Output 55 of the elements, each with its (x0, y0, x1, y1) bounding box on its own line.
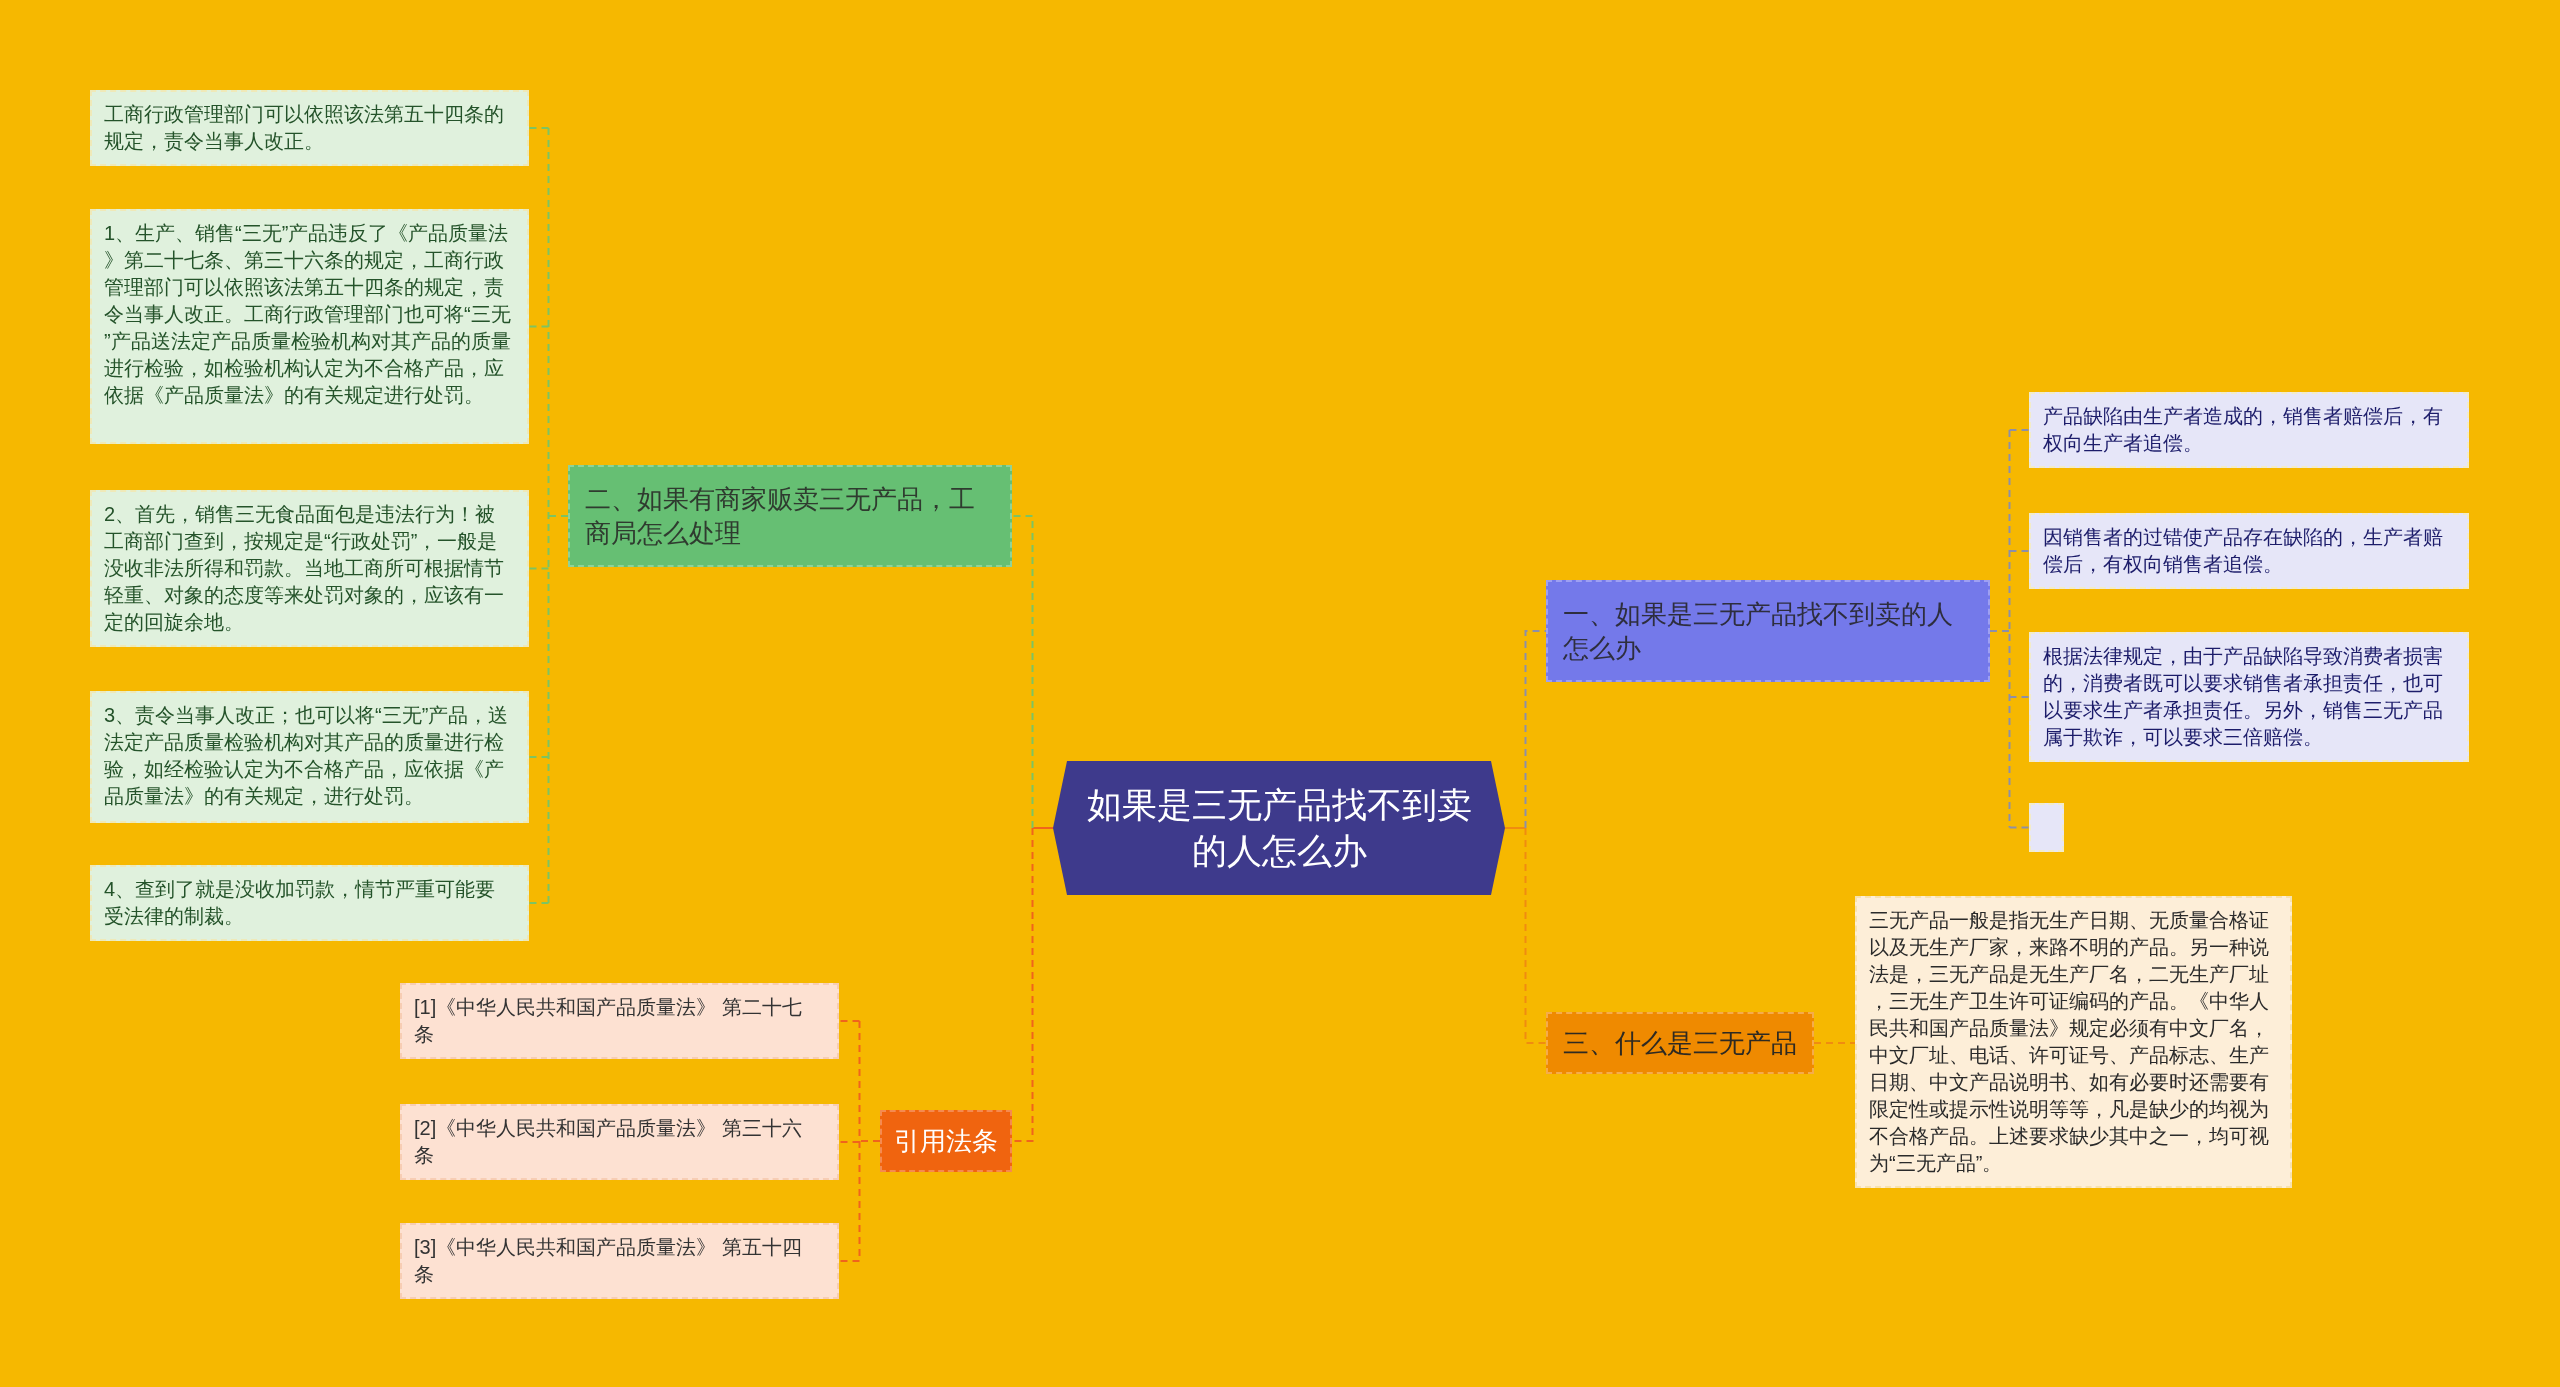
connector-line (1504, 827, 1527, 829)
connector-line (1989, 429, 2011, 829)
connector-line (528, 756, 550, 758)
note-text: 4、查到了就是没收加罚款，情节严重可能要受法律的制裁。 (104, 877, 497, 929)
note-card (400, 983, 839, 1059)
connector-line (528, 127, 550, 129)
note-card (90, 691, 529, 823)
note-card (90, 209, 529, 444)
connector-line (528, 325, 550, 328)
connector-line (1813, 1042, 1856, 1044)
branch-topic-text: 三、什么是三无产品 (1563, 1027, 1797, 1060)
connector-line (547, 127, 569, 904)
branch-topic-text: 一、如果是三无产品找不到卖的人怎么办 (1563, 598, 1954, 665)
note-text: [3]《中华人民共和国产品质量法》 第五十四条 (414, 1235, 803, 1287)
connector-line (838, 1020, 861, 1022)
connector-line (838, 1141, 861, 1143)
note-text: [2]《中华人民共和国产品质量法》 第三十六条 (414, 1116, 803, 1168)
branch-topic-box (1546, 1012, 1814, 1074)
branch-topic-text: 引用法条 (894, 1125, 998, 1158)
connector-line (2008, 696, 2030, 698)
branch-topic-box (568, 465, 1012, 567)
note-card (2029, 632, 2469, 762)
empty-note-card (2029, 803, 2064, 852)
note-text: 三无产品一般是指无生产日期、无质量合格证以及无生产厂家，来路不明的产品。另一种说法是，三无产品是无生产厂名，二无生产厂址，三无生产卫生许可证编码的产品。《中华人民共和国产品质量法》规定必须有中文厂名，中文厂址、电话、许可证号、产品标志、生产日期、中文产品说明书、如有必要时还需要有限定性或提示性说明等等，凡是缺少的均视为不合格产品。上述要求缺少其中之一，均可视为“三无产品”。 (1869, 908, 2270, 1176)
connector-line (1524, 630, 1547, 829)
note-text: 工商行政管理部门可以依照该法第五十四条的规定，责令当事人改正。 (104, 102, 505, 154)
connector-line (2008, 550, 2030, 552)
central-topic-hexagon (1053, 761, 1505, 895)
note-text: 2、首先，销售三无食品面包是违法行为！被工商部门查到，按规定是“行政处罚”，一般是没收非法所得和罚款。当地工商所可根据情节轻重、对象的态度等来处罚对象的，应该有一定的回旋余地。 (104, 502, 505, 635)
note-card (90, 490, 529, 647)
connector-line (2008, 826, 2030, 829)
connector-line (1011, 515, 1034, 829)
connector-line (528, 567, 550, 570)
note-card (400, 1223, 839, 1299)
note-text: 1、生产、销售“三无”产品违反了《产品质量法》第二十七条、第三十六条的规定，工商行政管理部门可以依照该法第五十四条的规定，责令当事人改正。工商行政管理部门也可将“三无”产品送法定产品质量检验机构对其产品的质量进行检验，如检验机构认定为不合格产品，应依据《产品质量法》的有关规定进行处罚。 (104, 221, 512, 408)
branch-topic-text: 二、如果有商家贩卖三无产品，工商局怎么处理 (585, 483, 976, 550)
note-text: 因销售者的过错使产品存在缺陷的，生产者赔偿后，有权向销售者追偿。 (2043, 525, 2444, 577)
note-card (400, 1104, 839, 1180)
note-card (90, 90, 529, 166)
note-text: 产品缺陷由生产者造成的，销售者赔偿后，有权向生产者追偿。 (2043, 404, 2444, 456)
note-card (1855, 896, 2292, 1188)
note-card (2029, 392, 2469, 468)
connector-line (2008, 429, 2030, 431)
central-topic-text: 如果是三无产品找不到卖的人怎么办 (1085, 784, 1473, 872)
note-card (90, 865, 529, 941)
connector-line (528, 902, 550, 904)
connector-line (838, 1260, 861, 1262)
note-text: 根据法律规定，由于产品缺陷导致消费者损害的，消费者既可以要求销售者承担责任，也可以要求生产者承担责任。另外，销售三无产品属于欺诈，可以要求三倍赔偿。 (2043, 644, 2444, 750)
branch-topic-box (880, 1110, 1012, 1172)
note-card (2029, 513, 2469, 589)
connector-line (1031, 827, 1054, 829)
connector-line (1524, 827, 1547, 1044)
note-text: 3、责令当事人改正；也可以将“三无”产品，送法定产品质量检验机构对其产品的质量进行检验，如经检验认定为不合格产品，应依据《产品质量法》的有关规定，进行处罚。 (104, 703, 510, 809)
branch-topic-box (1546, 580, 1990, 682)
note-text: [1]《中华人民共和国产品质量法》 第二十七条 (414, 995, 803, 1047)
